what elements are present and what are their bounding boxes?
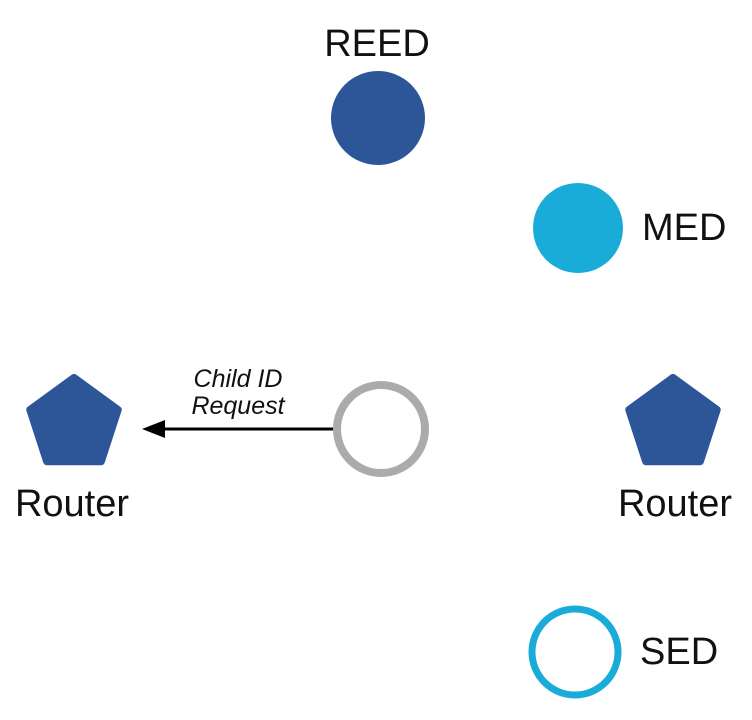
router-left-label: Router	[14, 483, 130, 525]
med-node-circle-icon	[533, 183, 623, 273]
reed-label: REED	[324, 23, 430, 65]
reed-circle	[331, 71, 425, 165]
sed-circle	[528, 605, 622, 699]
router-right-pentagon	[625, 374, 721, 466]
reed-node-circle-icon	[331, 71, 425, 165]
med-label: MED	[642, 207, 727, 249]
router-right-label: Router	[617, 483, 733, 525]
child-id-request-arrow	[142, 420, 333, 438]
joiner-circle	[333, 381, 429, 477]
router-right-pentagon-icon	[625, 374, 721, 466]
router-left-pentagon	[26, 374, 122, 466]
router-left-pentagon-icon	[26, 374, 122, 466]
joiner-node-circle-icon	[333, 381, 429, 477]
child-id-request-label: Child ID Request	[191, 365, 285, 420]
sed-label: SED	[640, 631, 719, 673]
med-circle	[533, 183, 623, 273]
arrow-head-left-icon	[142, 420, 165, 438]
sed-node-circle-icon	[528, 605, 622, 699]
